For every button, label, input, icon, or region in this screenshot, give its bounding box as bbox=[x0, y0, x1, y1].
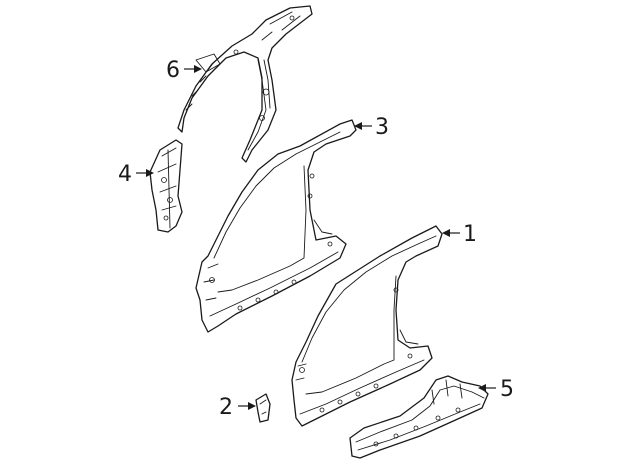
callout-2: 2 bbox=[219, 395, 256, 420]
callout-1: 1 bbox=[442, 222, 477, 247]
callout-4: 4 bbox=[118, 162, 154, 187]
part-4-pillar-reinforcement bbox=[149, 139, 183, 233]
callout-3: 3 bbox=[354, 115, 389, 140]
callout-6: 6 bbox=[166, 58, 202, 83]
callout-6-label: 6 bbox=[166, 58, 180, 83]
part-2-bracket bbox=[255, 393, 271, 423]
part-3-inner-body-side bbox=[195, 119, 357, 333]
part-6-roof-rail-reinforcement bbox=[177, 5, 313, 163]
callout-1-label: 1 bbox=[463, 222, 477, 247]
part-1-outer-body-side bbox=[291, 225, 443, 427]
callout-5: 5 bbox=[478, 377, 514, 402]
callout-2-label: 2 bbox=[219, 395, 233, 420]
callout-4-label: 4 bbox=[118, 162, 132, 187]
callout-5-label: 5 bbox=[500, 377, 514, 402]
callout-3-label: 3 bbox=[375, 115, 389, 140]
